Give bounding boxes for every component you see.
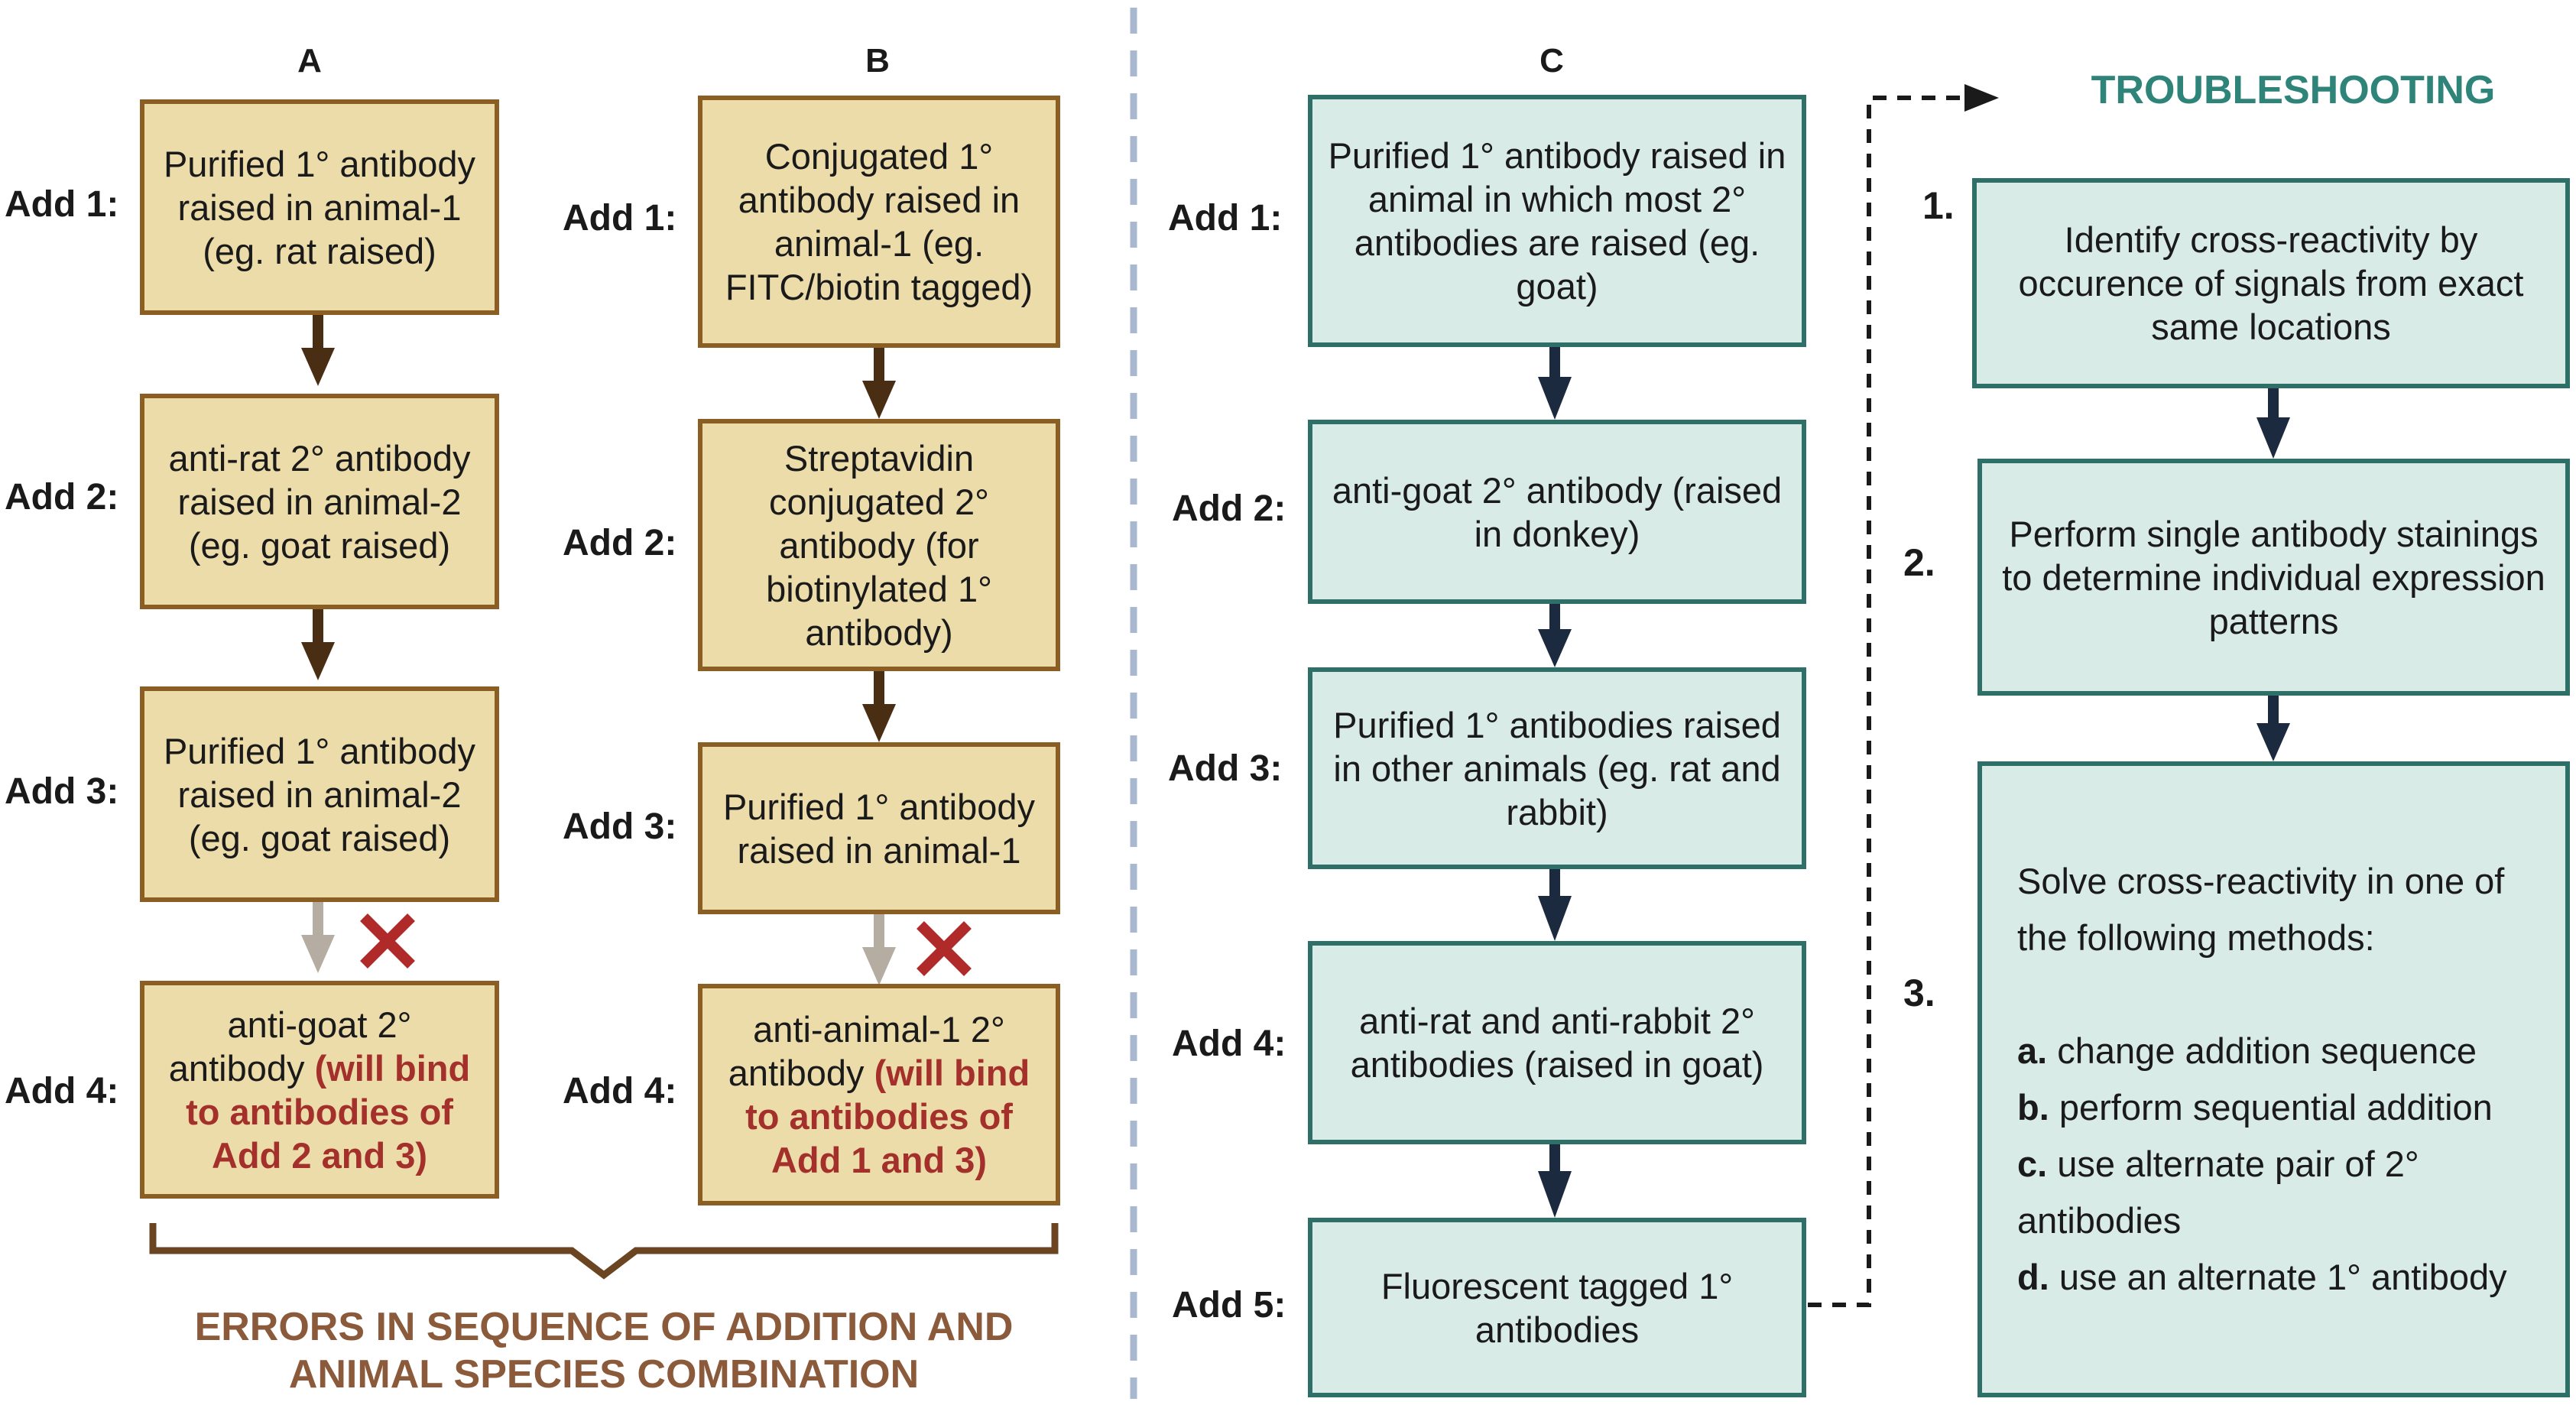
troubleshooting-number-1: 1. [1922,184,1955,227]
column-header-b: B [865,42,890,79]
column-a-add2-box: anti-rat 2° antibody raised in animal-2 … [140,394,499,609]
method-text: use alternate pair of 2° antibodies [2017,1144,2419,1241]
method-text: perform sequential addition [2049,1087,2493,1128]
cross-icon [360,913,415,969]
method-item: a. change addition sequence [2017,1023,2530,1079]
column-a-add3-text: Purified 1° antibody raised in animal-2 … [163,730,476,858]
troubleshooting-step3-content: Solve cross-reactivity in one of the fol… [2017,853,2530,1306]
troubleshooting-step3-box: Solve cross-reactivity in one of the fol… [1977,761,2570,1397]
column-header-c: C [1539,42,1564,79]
troubleshooting-step2-text: Perform single antibody stainings to det… [2002,513,2545,641]
column-c-add5-text: Fluorescent tagged 1° antibodies [1380,1265,1734,1350]
step-label-c-add1: Add 1: [1168,198,1283,238]
method-letter: b. [2017,1087,2049,1128]
step-label-b-add2: Add 2: [563,523,677,563]
column-c-add2-box: anti-goat 2° antibody (raised in donkey) [1308,420,1806,604]
down-arrow-icon [862,671,896,742]
curly-brace-icon [149,1223,1059,1280]
troubleshooting-title: TROUBLESHOOTING [2091,68,2496,112]
column-c-add2-text: anti-goat 2° antibody (raised in donkey) [1332,469,1783,554]
column-b-add1-text: Conjugated 1° antibody raised in animal-… [725,136,1033,307]
column-b-add4-main: anti-animal-1 2° antibody [728,1009,1005,1093]
cross-icon [917,921,972,976]
column-c-add1-text: Purified 1° antibody raised in animal in… [1328,135,1786,307]
step-label-c-add5: Add 5: [1172,1285,1286,1326]
blocked-arrow-icon [862,914,896,985]
column-c-add3-text: Purified 1° antibodies raised in other a… [1333,704,1781,832]
step-label-a-add2: Add 2: [5,477,119,518]
column-a-add4-text: anti-goat 2° antibody (will bind to anti… [158,1003,481,1177]
troubleshooting-number-3: 3. [1903,972,1935,1014]
column-b-add4-text: anti-animal-1 2° antibody (will bind to … [716,1008,1042,1182]
method-letter: d. [2017,1257,2049,1297]
method-item: d. use an alternate 1° antibody [2017,1249,2530,1306]
column-b-add3-box: Purified 1° antibody raised in animal-1 [698,742,1060,914]
step-label-b-add1: Add 1: [563,198,677,238]
method-letter: c. [2017,1144,2048,1184]
column-b-add1-box: Conjugated 1° antibody raised in animal-… [698,96,1060,348]
troubleshooting-step3-intro: Solve cross-reactivity in one of the fol… [2017,861,2505,958]
column-a-add4-warning: (will bind to antibodies of Add 2 and 3) [186,1047,471,1176]
column-b-add4-box: anti-animal-1 2° antibody (will bind to … [698,984,1060,1205]
troubleshooting-step1-box: Identify cross-reactivity by occurence o… [1972,178,2570,388]
down-arrow-icon [1538,1144,1572,1218]
down-arrow-icon [1538,347,1572,420]
column-header-a: A [297,42,322,79]
column-b-add2-text: Streptavidin conjugated 2° antibody (for… [766,437,992,653]
step-label-b-add3: Add 3: [563,806,677,847]
step-label-b-add4: Add 4: [563,1071,677,1111]
column-c-add4-text: anti-rat and anti-rabbit 2° antibodies (… [1350,1001,1764,1085]
down-arrow-icon [2256,388,2290,459]
down-arrow-icon [2256,696,2290,761]
column-b-add3-text: Purified 1° antibody raised in animal-1 [722,786,1036,871]
column-a-add1-box: Purified 1° antibody raised in animal-1 … [140,99,499,315]
step-label-a-add4: Add 4: [5,1071,119,1111]
column-c-add1-box: Purified 1° antibody raised in animal in… [1308,95,1806,347]
method-item: b. perform sequential addition [2017,1079,2530,1136]
errors-caption: ERRORS IN SEQUENCE OF ADDITION AND ANIMA… [194,1305,1014,1397]
column-c-add3-box: Purified 1° antibodies raised in other a… [1308,667,1806,869]
dashed-connector-arrow-icon [1808,84,1999,1307]
column-a-add4-main: anti-goat 2° antibody [168,1004,412,1089]
column-a-add4-box: anti-goat 2° antibody (will bind to anti… [140,981,499,1199]
column-a-add3-box: Purified 1° antibody raised in animal-2 … [140,686,499,902]
method-text: change addition sequence [2047,1030,2477,1071]
step-label-c-add4: Add 4: [1172,1024,1286,1064]
step-label-a-add1: Add 1: [5,184,119,225]
step-label-c-add2: Add 2: [1172,488,1286,529]
column-c-add4-box: anti-rat and anti-rabbit 2° antibodies (… [1308,941,1806,1144]
column-a-add1-text: Purified 1° antibody raised in animal-1 … [163,143,476,271]
step-label-c-add3: Add 3: [1168,748,1283,789]
down-arrow-icon [862,348,896,419]
column-b-add2-box: Streptavidin conjugated 2° antibody (for… [698,419,1060,671]
troubleshooting-number-2: 2. [1903,541,1935,584]
troubleshooting-step1-text: Identify cross-reactivity by occurence o… [2018,219,2524,347]
method-text: use an alternate 1° antibody [2049,1257,2507,1297]
column-c-add5-box: Fluorescent tagged 1° antibodies [1308,1218,1806,1397]
method-item: c. use alternate pair of 2° antibodies [2017,1136,2530,1249]
down-arrow-icon [1538,604,1572,667]
step-label-a-add3: Add 3: [5,771,119,812]
down-arrow-icon [1538,869,1572,941]
blocked-arrow-icon [301,902,335,973]
down-arrow-icon [301,315,335,386]
down-arrow-icon [301,609,335,680]
column-b-add4-warning: (will bind to antibodies of Add 1 and 3) [745,1053,1030,1180]
troubleshooting-step2-box: Perform single antibody stainings to det… [1977,459,2570,696]
method-letter: a. [2017,1030,2048,1071]
column-a-add2-text: anti-rat 2° antibody raised in animal-2 … [168,437,471,566]
